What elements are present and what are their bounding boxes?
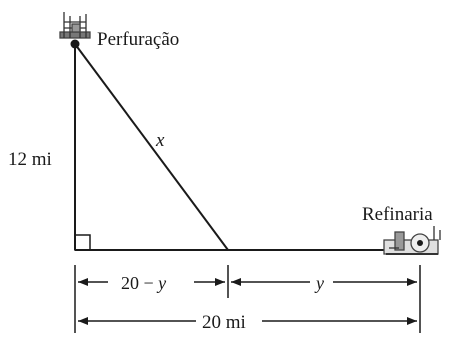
dim-arrow-left-segment (78, 278, 225, 286)
dim-arrow-right-segment (231, 278, 417, 286)
right-angle-marker (74, 234, 91, 251)
refinery-icon (383, 226, 441, 255)
dim-arrow-total (78, 317, 417, 325)
refinery-label: Refinaria (362, 204, 433, 225)
vertical-side-label: 12 mi (8, 149, 52, 170)
right-segment-label: y (314, 273, 324, 293)
drill-site-label: Perfuração (97, 29, 179, 50)
hypotenuse-label: x (155, 130, 165, 151)
left-segment-label: 20 − y (121, 273, 166, 293)
total-base-label: 20 mi (202, 312, 246, 333)
oil-derrick-icon (59, 12, 91, 49)
hypotenuse-line (74, 43, 229, 251)
